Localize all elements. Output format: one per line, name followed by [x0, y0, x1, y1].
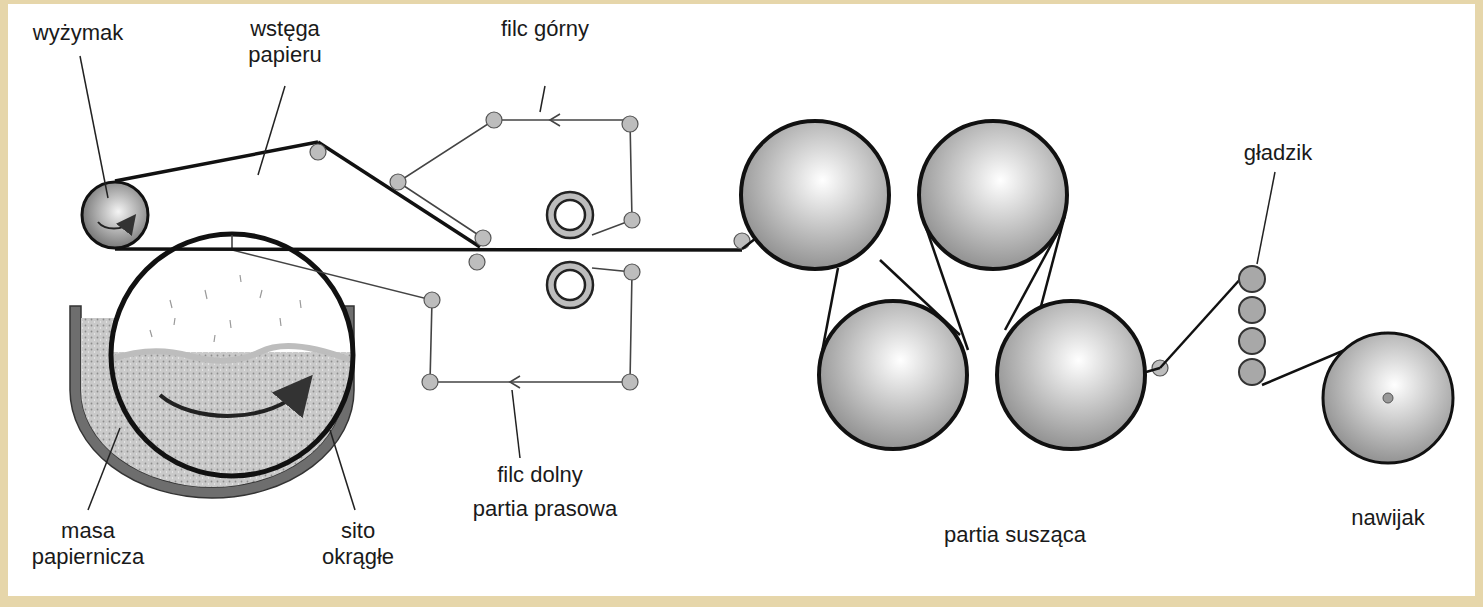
label-text: partia susząca: [944, 522, 1086, 547]
label-text: partia prasowa: [473, 496, 617, 521]
rotation-arrow: [160, 390, 300, 416]
couch-roll: [82, 182, 148, 248]
label-text: wyżymak: [33, 20, 123, 45]
reel: [1323, 333, 1453, 463]
part-label: masa papiernicza: [18, 518, 158, 570]
pulp-in-cylinder: [100, 352, 370, 492]
part-label: sito okrągłe: [303, 518, 413, 570]
label-text: sito okrągłe: [322, 518, 394, 569]
cylinder-mould-outline: [111, 234, 353, 476]
label-text: filc górny: [501, 16, 589, 41]
label-text: nawijak: [1351, 505, 1424, 530]
part-label: wyżymak: [13, 20, 143, 46]
label-text: gładzik: [1244, 140, 1312, 165]
part-label: gładzik: [1218, 140, 1338, 166]
label-text: filc dolny: [497, 462, 583, 487]
part-label: partia prasowa: [435, 496, 655, 522]
drying-cylinders: [741, 121, 1145, 449]
leader-lines: [80, 56, 1275, 510]
paper-web: [115, 142, 742, 250]
press-rolls: [547, 192, 593, 308]
part-label: partia susząca: [905, 522, 1125, 548]
calender-rolls: [1239, 266, 1265, 385]
part-label: nawijak: [1308, 505, 1468, 531]
reel-axis: [1383, 393, 1393, 403]
couch-arrow: [98, 222, 130, 229]
diagram-panel: [8, 4, 1475, 596]
part-label: filc dolny: [440, 462, 640, 488]
label-text: wstęga papieru: [248, 16, 321, 67]
part-label: filc górny: [495, 16, 595, 42]
part-label: wstęga papieru: [230, 16, 340, 68]
pulp-surface: [110, 346, 350, 361]
label-text: masa papiernicza: [32, 518, 145, 569]
fibres: [150, 275, 301, 342]
